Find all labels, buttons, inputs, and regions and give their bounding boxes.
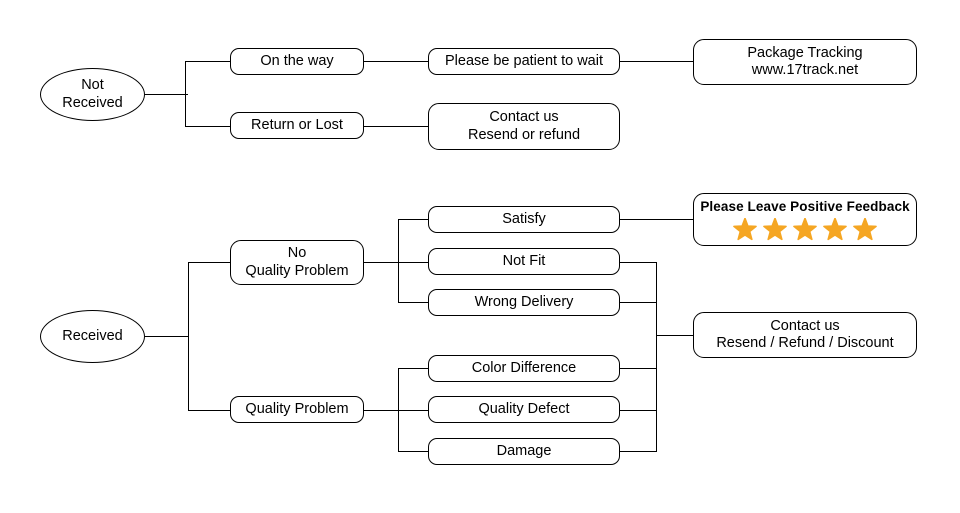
node-damage-label: Damage <box>496 442 552 459</box>
node-not-fit[interactable]: Not Fit <box>428 248 620 275</box>
node-wrong-delivery[interactable]: Wrong Delivery <box>428 289 620 316</box>
connector-color-difference-to-collector <box>620 368 657 369</box>
node-not-received[interactable]: Not Received <box>40 68 145 121</box>
node-quality-defect-label: Quality Defect <box>478 400 570 417</box>
node-on-the-way-label: On the way <box>260 52 334 69</box>
node-no-quality-problem-line2: Quality Problem <box>245 262 349 279</box>
connector-collector-to-contact <box>656 335 694 336</box>
star-icon[interactable] <box>823 217 847 242</box>
node-satisfy[interactable]: Satisfy <box>428 206 620 233</box>
connector-wrong-delivery-to-collector <box>620 302 657 303</box>
node-quality-defect[interactable]: Quality Defect <box>428 396 620 423</box>
connector-quality-defect-to-collector <box>620 410 657 411</box>
node-return-or-lost-label: Return or Lost <box>251 116 343 133</box>
node-package-tracking-line1: Package Tracking <box>747 44 863 61</box>
node-please-be-patient[interactable]: Please be patient to wait <box>428 48 620 75</box>
feedback-text: Please Leave Positive Feedback <box>700 199 910 214</box>
connector-split-to-quality-problem <box>188 410 231 411</box>
node-received-label: Received <box>62 327 123 344</box>
connector-fan-to-satisfy <box>398 219 429 220</box>
connector-not-received-split-vertical <box>185 61 186 127</box>
connector-satisfy-to-feedback <box>620 219 694 220</box>
star-icon[interactable] <box>853 217 877 242</box>
node-contact-resend-refund-discount-line2: Resend / Refund / Discount <box>716 335 894 351</box>
node-not-received-line2: Received <box>62 94 123 111</box>
node-color-difference[interactable]: Color Difference <box>428 355 620 382</box>
connector-received-split-vertical <box>188 262 189 411</box>
connector-return-or-lost-to-contact <box>364 126 429 127</box>
star-rating[interactable] <box>733 217 877 242</box>
connector-quality-problem-to-fan <box>364 410 399 411</box>
star-icon[interactable] <box>763 217 787 242</box>
node-contact-resend-refund-line2: Resend or refund <box>467 126 581 143</box>
node-color-difference-label: Color Difference <box>471 359 577 376</box>
node-contact-resend-refund-discount-line1: Contact us <box>770 317 840 334</box>
connector-split-to-on-the-way <box>185 61 231 62</box>
node-quality-problem-label: Quality Problem <box>245 400 349 417</box>
connector-fan-to-not-fit <box>398 262 429 263</box>
connector-on-the-way-to-patient <box>364 61 429 62</box>
node-package-tracking-url: www.17track.net <box>751 62 859 78</box>
connector-split-to-no-quality-problem <box>188 262 231 263</box>
node-return-or-lost[interactable]: Return or Lost <box>230 112 364 139</box>
star-icon[interactable] <box>733 217 757 242</box>
connector-fan-to-quality-defect <box>398 410 429 411</box>
node-not-received-line1: Not <box>81 77 104 94</box>
connector-fan-to-color-difference <box>398 368 429 369</box>
connector-damage-to-collector <box>620 451 657 452</box>
connector-split-to-return-or-lost <box>185 126 231 127</box>
node-not-fit-label: Not Fit <box>502 252 546 269</box>
connector-received-to-split <box>145 336 189 337</box>
node-received[interactable]: Received <box>40 310 145 363</box>
node-satisfy-label: Satisfy <box>502 210 546 227</box>
node-on-the-way[interactable]: On the way <box>230 48 364 75</box>
connector-no-quality-problem-to-fan <box>364 262 399 263</box>
node-damage[interactable]: Damage <box>428 438 620 465</box>
node-wrong-delivery-label: Wrong Delivery <box>474 293 574 310</box>
star-icon[interactable] <box>793 217 817 242</box>
node-quality-problem[interactable]: Quality Problem <box>230 396 364 423</box>
node-contact-resend-refund-discount[interactable]: Contact us Resend / Refund / Discount <box>693 312 917 358</box>
connector-fan-to-damage <box>398 451 429 452</box>
connector-collector-vertical <box>656 262 657 452</box>
node-package-tracking[interactable]: Package Tracking www.17track.net <box>693 39 917 85</box>
node-please-be-patient-label: Please be patient to wait <box>445 52 603 69</box>
node-contact-resend-refund[interactable]: Contact us Resend or refund <box>428 103 620 150</box>
connector-not-fit-to-collector <box>620 262 657 263</box>
node-leave-positive-feedback[interactable]: Please Leave Positive Feedback <box>693 193 917 246</box>
node-contact-resend-refund-line1: Contact us <box>489 109 559 126</box>
connector-patient-to-tracking <box>620 61 694 62</box>
node-no-quality-problem[interactable]: No Quality Problem <box>230 240 364 285</box>
node-no-quality-problem-line1: No <box>287 245 307 262</box>
connector-fan-vertical-no-quality-problem <box>398 219 399 303</box>
connector-not-received-to-split <box>145 94 188 95</box>
connector-fan-to-wrong-delivery <box>398 302 429 303</box>
